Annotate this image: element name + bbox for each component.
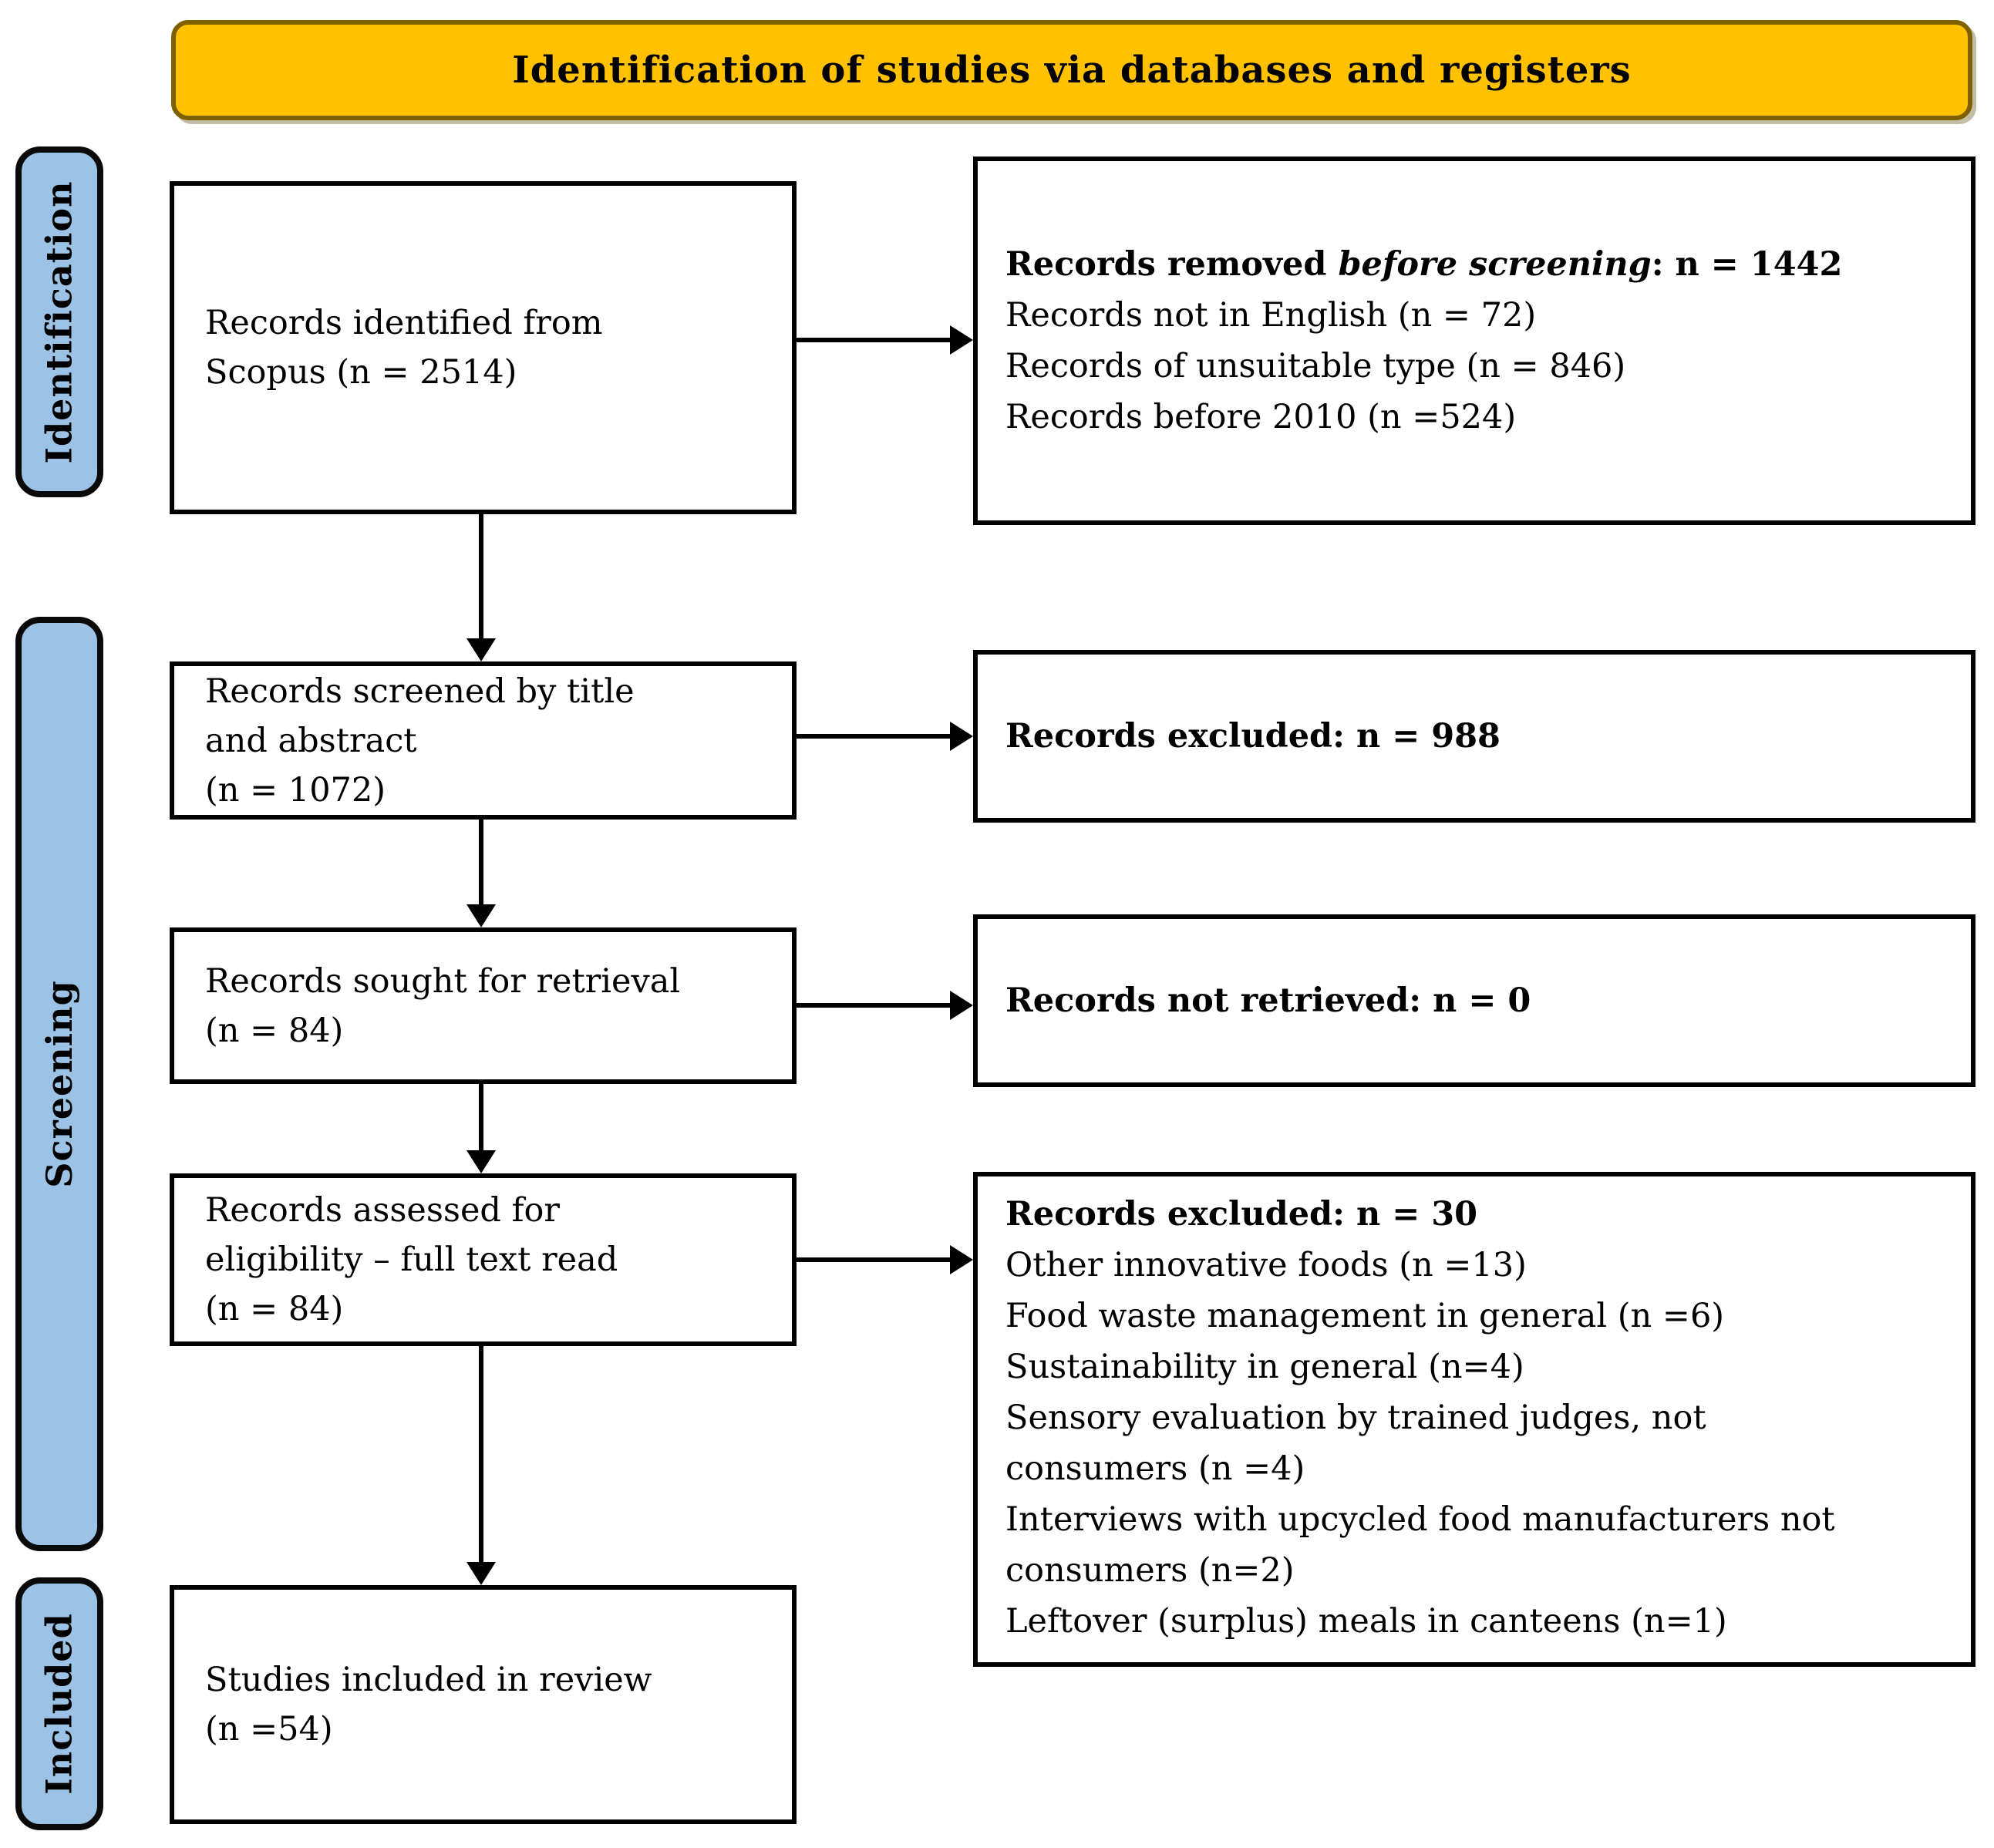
list-item: Records screened by title (205, 672, 635, 711)
arrow-down-assessed-to-included-line (479, 1346, 483, 1564)
box-records-sought: Records sought for retrieval (n = 84) (170, 927, 797, 1084)
records-removed-heading: Records removed before screening: n = 14… (1005, 245, 1843, 284)
arrow-down-identified-to-screened-line (479, 514, 483, 640)
stage-label-included-text: Included (39, 1613, 81, 1795)
box-records-screened: Records screened by title and abstract (n … (170, 661, 797, 820)
box-records-removed-before-screening: Records removed before screening: n = 14… (973, 157, 1975, 525)
box-studies-included: Studies included in review (n =54) (170, 1585, 797, 1824)
list-item: (n = 84) (205, 1011, 344, 1050)
arrow-down-sought-to-assessed-line (479, 1084, 483, 1152)
box-records-assessed-lines: Records assessed for eligibility – full t… (205, 1186, 780, 1334)
box-studies-included-lines: Studies included in review (n =54) (205, 1655, 780, 1754)
arrow-right-sought-to-notretrieved-line (797, 1003, 950, 1008)
arrow-down-assessed-to-included-head (467, 1562, 496, 1585)
list-item: Records of unsuitable type (n = 846) (1005, 347, 1626, 385)
list-item: Records assessed for (205, 1191, 560, 1230)
list-item: (n =54) (205, 1710, 333, 1749)
before-screening-italic: before screening (1338, 245, 1652, 284)
stage-label-included: Included (15, 1577, 103, 1830)
arrow-right-sought-to-notretrieved-head (950, 991, 973, 1020)
list-item: Scopus (n = 2514) (205, 353, 517, 392)
list-item: Studies included in review (205, 1661, 652, 1699)
arrow-right-identified-to-removed-head (950, 325, 973, 355)
list-item: eligibility – full text read (205, 1240, 618, 1279)
arrow-down-sought-to-assessed-head (467, 1150, 496, 1173)
arrow-right-screened-to-excluded-head (950, 722, 973, 751)
list-item: (n = 1072) (205, 770, 386, 810)
box-records-excluded-fulltext: Records excluded: n = 30 Other innovativ… (973, 1172, 1975, 1667)
stage-label-identification-text: Identification (39, 180, 81, 464)
list-item: (n = 84) (205, 1290, 344, 1328)
list-item: and abstract (205, 721, 417, 760)
stage-label-identification: Identification (15, 146, 103, 497)
box-records-assessed: Records assessed for eligibility – full t… (170, 1173, 797, 1346)
stage-label-screening: Screening (15, 617, 103, 1551)
stage-label-screening-text: Screening (39, 980, 80, 1188)
records-excluded-30-heading: Records excluded: n = 30 (1005, 1195, 1478, 1234)
list-item: Sustainability in general (n=4) (1005, 1348, 1524, 1386)
list-item: Records not in English (n = 72) (1005, 296, 1537, 335)
list-item: Records before 2010 (n =524) (1005, 398, 1517, 436)
list-item: Records identified from (205, 304, 603, 342)
box-records-sought-lines: Records sought for retrieval (n = 84) (205, 957, 780, 1055)
arrow-down-screened-to-sought-line (479, 820, 483, 906)
arrow-right-identified-to-removed-line (797, 338, 950, 342)
arrow-right-assessed-to-excluded-head (950, 1245, 973, 1274)
list-item: Records sought for retrieval (205, 961, 681, 1001)
box-records-excluded-screening: Records excluded: n = 988 (973, 650, 1975, 823)
arrow-down-screened-to-sought-head (467, 904, 496, 927)
list-item: Food waste management in general (n =6) (1005, 1297, 1725, 1335)
list-item: Sensory evaluation by trained judges, no… (1005, 1399, 1706, 1488)
box-records-not-retrieved: Records not retrieved: n = 0 (973, 914, 1975, 1087)
banner: Identification of studies via databases … (171, 20, 1972, 120)
arrow-down-identified-to-screened-head (467, 638, 496, 661)
list-item: Leftover (surplus) meals in canteens (n=… (1005, 1602, 1727, 1641)
records-not-retrieved-heading: Records not retrieved: n = 0 (1005, 981, 1531, 1020)
records-excluded-30-items: Other innovative foods (n =13) Food waste… (1005, 1240, 1957, 1647)
list-item: Interviews with upcycled food manufactur… (1005, 1500, 1835, 1590)
arrow-right-screened-to-excluded-line (797, 734, 950, 739)
records-excluded-988-heading: Records excluded: n = 988 (1005, 717, 1501, 756)
banner-title: Identification of studies via databases … (512, 49, 1632, 92)
list-item: Other innovative foods (n =13) (1005, 1246, 1527, 1284)
box-records-screened-lines: Records screened by title and abstract (n … (205, 667, 780, 815)
records-removed-items: Records not in English (n = 72) Records o… (1005, 290, 1957, 443)
arrow-right-assessed-to-excluded-line (797, 1257, 950, 1262)
